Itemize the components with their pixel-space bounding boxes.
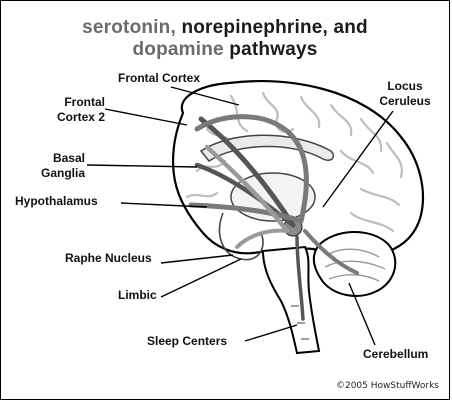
label-cerebellum: Cerebellum xyxy=(363,347,428,362)
label-locus-ceruleus: Locus Ceruleus xyxy=(373,79,437,109)
copyright-notice: ©2005 HowStuffWorks xyxy=(336,381,439,391)
label-basal-ganglia-line2: Ganglia xyxy=(29,166,85,181)
label-frontal-cortex-2-line1: Frontal xyxy=(41,95,105,110)
label-locus-ceruleus-line1: Locus xyxy=(373,79,437,94)
label-sleep-centers: Sleep Centers xyxy=(147,334,227,349)
label-locus-ceruleus-line2: Ceruleus xyxy=(373,94,437,109)
label-hypothalamus: Hypothalamus xyxy=(15,194,98,209)
label-basal-ganglia-line1: Basal xyxy=(29,151,85,166)
label-raphe-nucleus: Raphe Nucleus xyxy=(65,251,152,266)
label-frontal-cortex-2: Frontal Cortex 2 xyxy=(41,95,105,125)
label-limbic: Limbic xyxy=(118,288,157,303)
label-frontal-cortex-2-line2: Cortex 2 xyxy=(41,110,105,125)
brainstem xyxy=(263,247,319,353)
cerebellum xyxy=(314,232,395,296)
label-frontal-cortex: Frontal Cortex xyxy=(118,71,200,86)
label-basal-ganglia: Basal Ganglia xyxy=(29,151,85,181)
